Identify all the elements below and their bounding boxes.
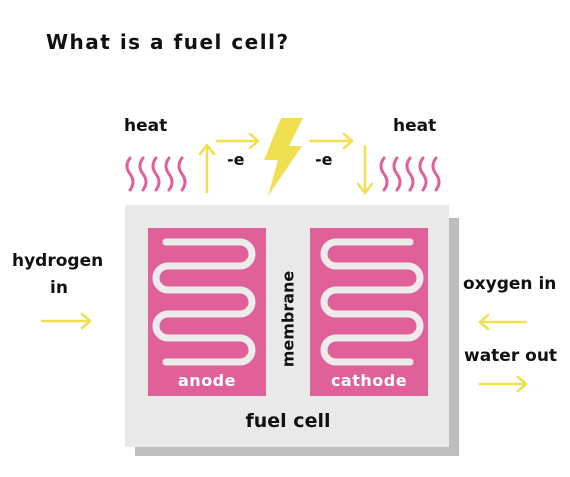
water-label: water out <box>464 346 558 366</box>
anode-electrode <box>148 228 266 396</box>
page-title: What is a fuel cell? <box>46 30 290 54</box>
heat-right-label: heat <box>393 116 437 136</box>
hydrogen-label-line1: hydrogen <box>12 251 104 271</box>
anode-label: anode <box>178 371 236 390</box>
arrow-water-out-icon <box>478 375 528 393</box>
cathode-label: cathode <box>330 371 408 390</box>
electron-left-label: -e <box>227 150 245 169</box>
hydrogen-label-line2: in <box>50 278 68 298</box>
heat-left-label: heat <box>124 116 168 136</box>
cathode-electrode <box>310 228 428 396</box>
arrow-down-icon <box>356 144 374 195</box>
heat-right-icon <box>379 156 441 192</box>
arrow-oxygen-in-icon <box>478 313 528 331</box>
membrane-label: membrane <box>278 270 298 368</box>
oxygen-label: oxygen in <box>463 274 557 294</box>
electron-right-label: -e <box>315 150 333 169</box>
arrow-right-top-right-icon <box>308 132 354 150</box>
fuel-cell-label: fuel cell <box>245 410 331 432</box>
lightning-bolt-icon <box>264 118 303 196</box>
arrow-right-top-left-icon <box>215 132 260 150</box>
arrow-hydrogen-in-icon <box>40 312 92 330</box>
heat-left-icon <box>125 156 187 192</box>
arrow-up-icon <box>198 143 216 194</box>
